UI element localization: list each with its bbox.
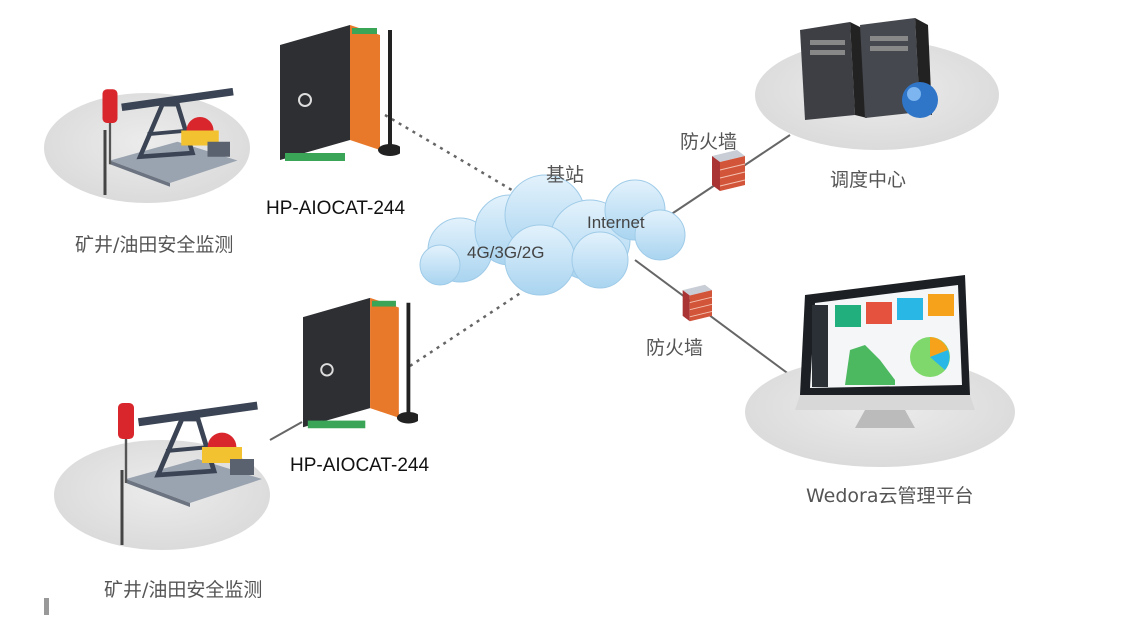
server-icon: [800, 18, 938, 120]
router-icon: [280, 25, 402, 161]
site-label-2: 矿井/油田安全监测: [104, 579, 263, 601]
site-label-1: 矿井/油田安全监测: [75, 234, 234, 256]
cloud-platform-label: Wedora云管理平台: [806, 485, 974, 507]
dashed-link-1: [384, 113, 523, 198]
base-station-label: 基站: [546, 164, 585, 186]
device-label-2: HP-AIOCAT-244: [290, 455, 430, 476]
firewall-label-2: 防火墙: [646, 337, 704, 359]
router-icon: [303, 298, 420, 428]
device-label-1: HP-AIOCAT-244: [266, 198, 406, 219]
cloud-icon: [419, 174, 686, 296]
dashed-link-2: [409, 290, 523, 368]
dispatch-center-label: 调度中心: [830, 169, 907, 191]
cellular-label: 4G/3G/2G: [467, 243, 545, 262]
firewall-icon: [682, 284, 713, 322]
firewall-label-1: 防火墙: [680, 131, 738, 153]
link-platform: [634, 259, 791, 376]
link-site2: [269, 421, 303, 441]
firewall-icon: [711, 149, 746, 192]
monitor-icon: [795, 275, 975, 428]
edge-mark: [44, 598, 49, 615]
internet-label: Internet: [587, 213, 645, 232]
